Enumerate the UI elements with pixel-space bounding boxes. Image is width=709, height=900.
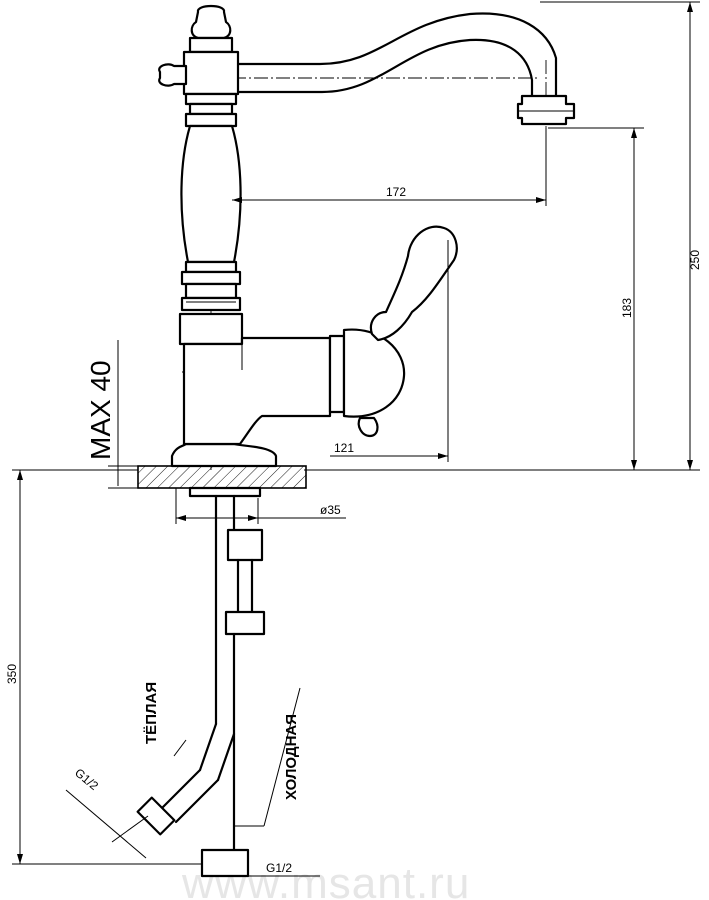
countertop <box>137 465 307 489</box>
spout <box>234 12 576 126</box>
label-cold: ХОЛОДНАЯ <box>283 714 300 800</box>
label-hot: ТЁПЛАЯ <box>143 682 160 744</box>
supply-hoses <box>136 486 266 878</box>
dim-body-length: 121 <box>334 441 354 455</box>
column <box>170 4 332 468</box>
dim-spout-reach: 172 <box>386 185 406 199</box>
dim-hose-length: 350 <box>5 664 19 684</box>
dim-base-diameter: ø35 <box>320 503 341 517</box>
dim-spout-height: 183 <box>620 298 634 318</box>
dim-max-counter: MAX 40 <box>85 360 116 460</box>
dim-total-height: 250 <box>688 250 702 270</box>
dim-thread-hot: G1/2 <box>72 766 101 794</box>
dimension-lines <box>12 1 700 877</box>
dim-thread-cold: G1/2 <box>266 861 292 875</box>
handle-assembly <box>158 63 458 438</box>
